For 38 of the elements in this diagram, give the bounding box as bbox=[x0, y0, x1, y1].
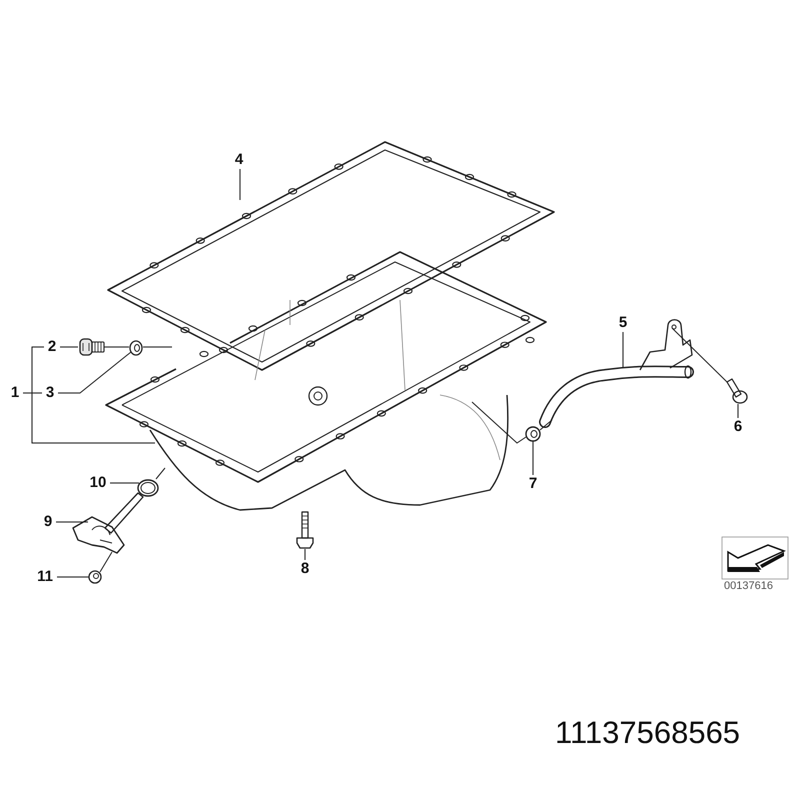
callout-number: 6 bbox=[730, 418, 746, 436]
callout-number: 9 bbox=[40, 513, 56, 531]
leader-line bbox=[58, 352, 132, 394]
part-number: 11137568565 bbox=[555, 715, 740, 751]
bolt-drawing bbox=[726, 378, 748, 404]
leader-line bbox=[672, 328, 728, 382]
callout-number: 11 bbox=[33, 568, 57, 586]
o-ring-drawing bbox=[137, 479, 159, 497]
callout-number: 5 bbox=[615, 314, 631, 332]
sealing-washer-drawing bbox=[129, 340, 143, 356]
callout-number: 1 bbox=[7, 384, 23, 402]
leader-line bbox=[22, 392, 42, 394]
leader-line bbox=[104, 346, 130, 348]
leader-line bbox=[472, 402, 526, 444]
oil-pan-drawing bbox=[105, 251, 547, 511]
oil-level-sensor-drawing bbox=[72, 492, 144, 554]
callout-number: 8 bbox=[297, 560, 313, 578]
leader-line bbox=[100, 552, 112, 572]
leader-line bbox=[142, 346, 172, 348]
leader-line bbox=[110, 482, 140, 484]
gasket-drawing bbox=[107, 141, 555, 371]
leader-line bbox=[156, 468, 166, 480]
callout-number: 7 bbox=[525, 475, 541, 493]
nut-drawing bbox=[88, 570, 102, 584]
callout-number: 3 bbox=[42, 384, 58, 402]
callout-number: 2 bbox=[44, 338, 60, 356]
leader-line bbox=[532, 440, 534, 476]
figure-number: 00137616 bbox=[724, 580, 773, 592]
leader-line bbox=[622, 332, 624, 368]
sealing-ring-drawing bbox=[525, 426, 541, 442]
bolt-drawing bbox=[296, 511, 314, 549]
leader-line bbox=[60, 346, 78, 348]
callout-number: 4 bbox=[231, 151, 247, 169]
leader-line bbox=[540, 420, 552, 430]
leader-line bbox=[56, 576, 90, 578]
callout-number: 10 bbox=[86, 474, 110, 492]
drain-plug-drawing bbox=[79, 338, 105, 356]
leader-line bbox=[304, 548, 306, 560]
